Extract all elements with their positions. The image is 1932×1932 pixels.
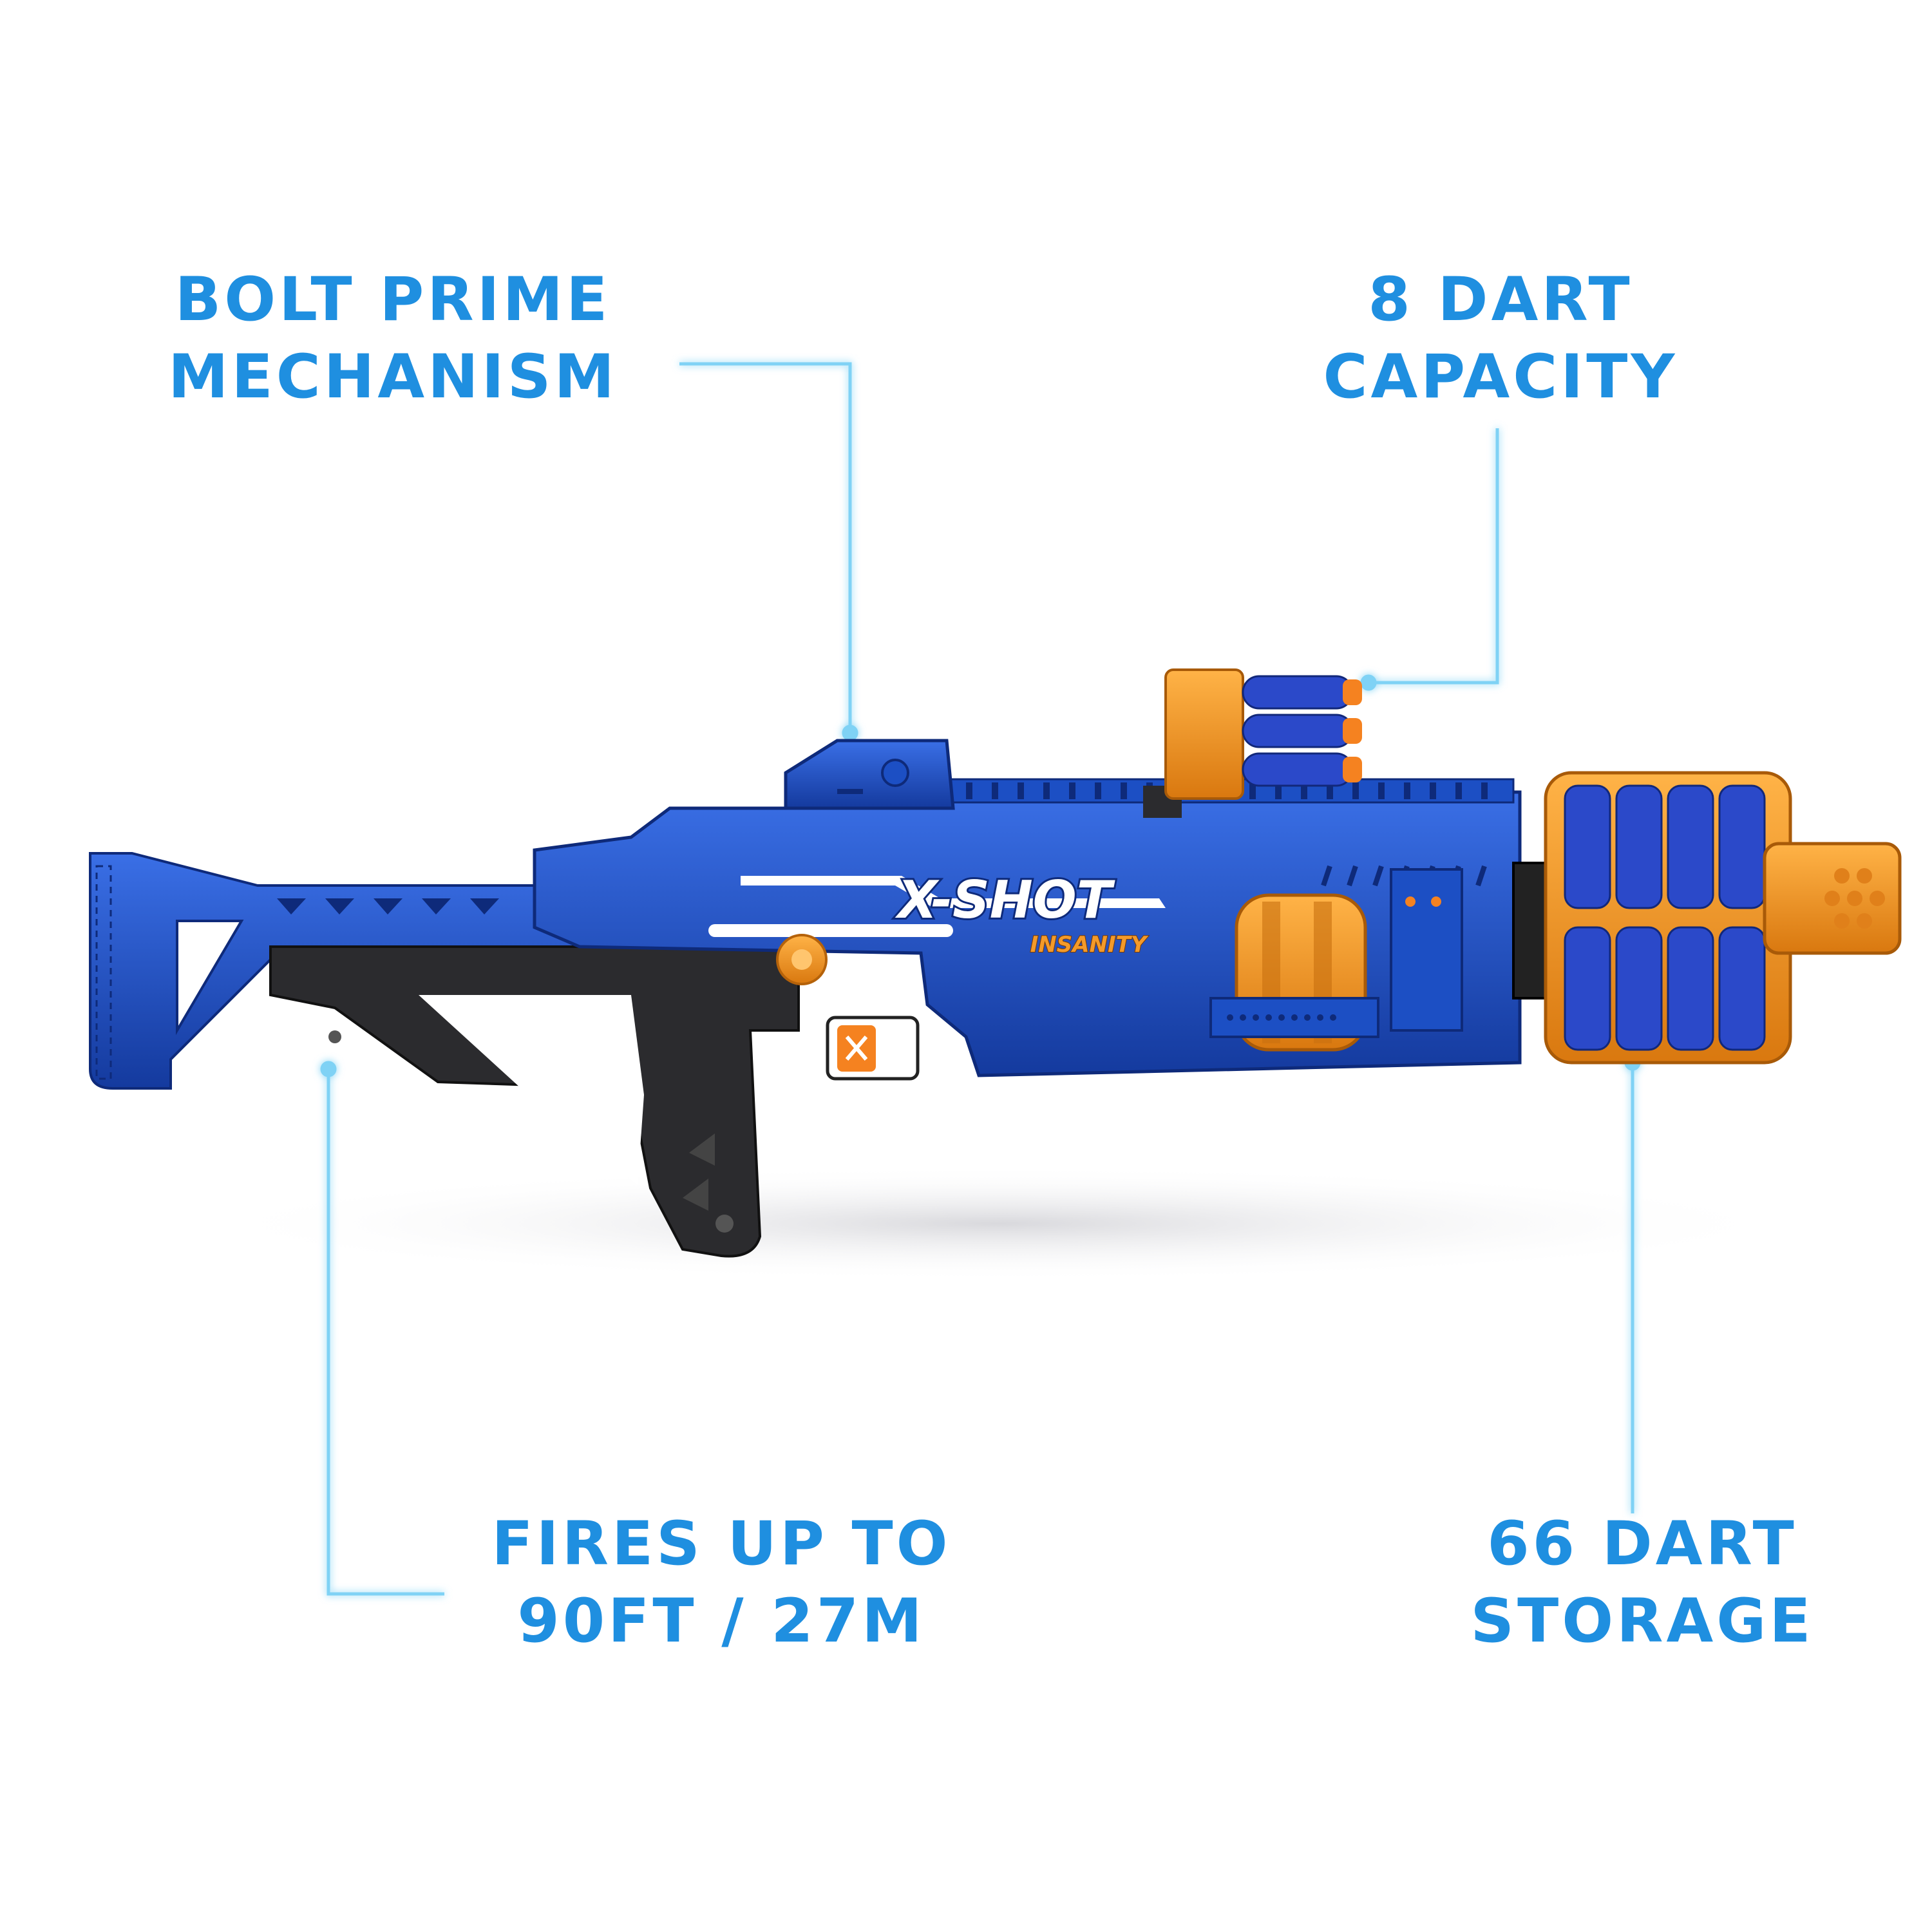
logo: X-SHOT INSANITY [893, 868, 1150, 958]
callout-lines [320, 362, 1641, 1596]
callout-bolt-line2: MECHANISM [167, 342, 618, 412]
callout-line-capacity [1368, 428, 1499, 685]
trigger-icon [826, 1016, 920, 1081]
callout-range-line2: 90FT / 27M [517, 1586, 925, 1656]
callout-bolt-line1: BOLT PRIME [175, 265, 611, 335]
callout-storage-line1: 66 DART [1487, 1509, 1797, 1579]
callout-dot-capacity [1360, 674, 1377, 691]
grip [269, 945, 800, 1258]
callout-line-range [327, 1069, 444, 1596]
callout-label-bolt-prime: BOLT PRIME MECHANISM [116, 261, 670, 416]
cylinder-icon [1209, 868, 1463, 1052]
callout-line-bolt [679, 362, 852, 733]
logo-subtext: INSANITY [1030, 932, 1149, 958]
top-dart-holder [1143, 668, 1362, 818]
callout-capacity-line1: 8 DART [1368, 265, 1633, 335]
callout-dot-bolt [842, 724, 858, 741]
stock [89, 852, 645, 1090]
callout-label-range: FIRES UP TO 90FT / 27M [438, 1506, 1005, 1660]
floor-shadow [193, 1166, 1803, 1282]
callout-label-dart-storage: 66 DART STORAGE [1417, 1506, 1868, 1660]
dart-drum-icon [1544, 771, 1902, 1065]
callout-storage-line2: STORAGE [1470, 1586, 1814, 1656]
callout-label-dart-capacity: 8 DART CAPACITY [1275, 261, 1726, 416]
callout-dot-range [320, 1061, 337, 1077]
logo-text: X-SHOT [895, 870, 1115, 930]
callout-capacity-line2: CAPACITY [1323, 342, 1678, 412]
bolt-handle-icon [776, 739, 955, 985]
callout-range-line1: FIRES UP TO [491, 1509, 951, 1579]
